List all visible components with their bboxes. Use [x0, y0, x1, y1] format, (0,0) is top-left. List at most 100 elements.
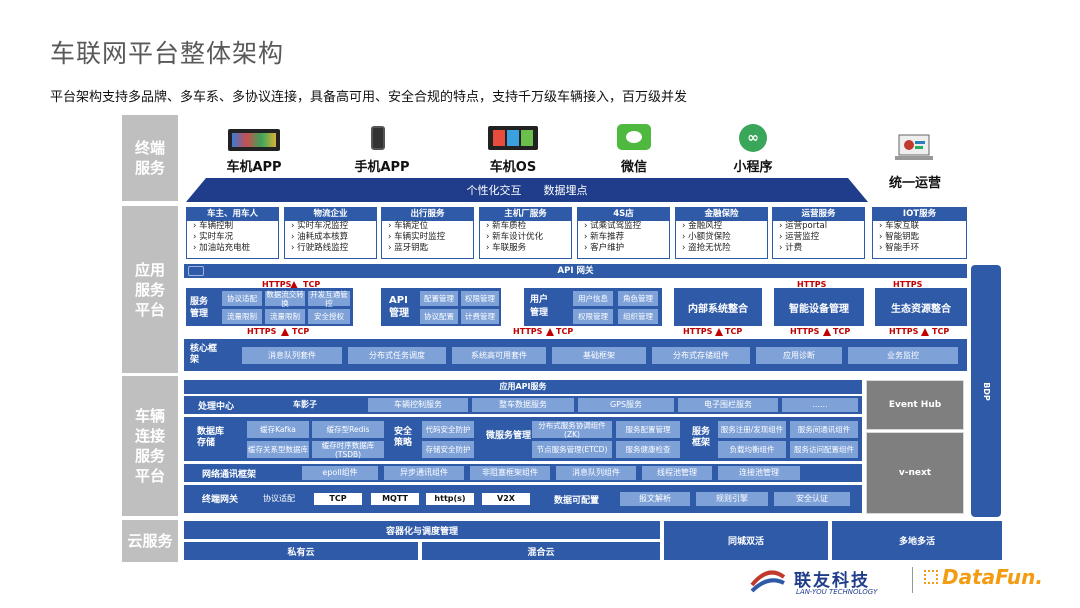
- logo-divider: [912, 567, 913, 593]
- tcp-label: TCP: [932, 327, 950, 336]
- micro-cell: 分布式服务协调组件(ZK): [532, 421, 612, 439]
- micro-label: 微服务管理: [486, 431, 532, 441]
- db-cell: 缓存Kafka: [247, 421, 309, 438]
- service-fw-cell: 负载均衡组件: [718, 441, 786, 458]
- phone-app-icon: [367, 123, 389, 153]
- tcp-label: TCP: [292, 327, 310, 336]
- db-cell: 缓存时序数据库(TSDB): [312, 441, 384, 459]
- lanyou-logo-icon: [748, 565, 788, 597]
- tcp-label: TCP: [556, 327, 574, 336]
- app-column-logistics: 物流企业 › 实时车况监控 › 油耗成本核算 › 行驶路线监控: [284, 207, 377, 259]
- terminal-car-os: 车机OS: [489, 160, 537, 175]
- api-gateway: API 网关: [184, 264, 967, 278]
- app-column-ops: 运营服务 › 运营portal › 运营监控 › 计费: [772, 207, 865, 259]
- banner-personalized: 个性化交互: [466, 184, 522, 197]
- gateway-icon: [188, 266, 204, 276]
- network-item: epoll组件: [302, 466, 378, 480]
- api-cell: 计费管理: [461, 309, 499, 324]
- service-cell: 流量限制: [222, 309, 262, 324]
- app-column-4s: 4S店 › 试乘试驾监控 › 新车推荐 › 客户维护: [577, 207, 670, 259]
- https-label: HTTPS: [893, 280, 923, 289]
- security-cell: 代码安全防护: [422, 421, 474, 438]
- protocol-tcp: TCP: [313, 492, 363, 506]
- micro-cell: 服务健康检查: [616, 441, 680, 458]
- core-item: 基础框架: [552, 347, 646, 364]
- datafun-logo-icon: [924, 570, 938, 584]
- arrow-up-icon: [281, 328, 289, 336]
- protocol-v2x: V2X: [481, 492, 531, 506]
- processing-item: ......: [782, 398, 858, 412]
- user-cell: 权限管理: [573, 309, 613, 324]
- user-cell: 组织管理: [618, 309, 658, 324]
- app-api-service: 应用API服务: [184, 380, 862, 394]
- core-item: 应用诊断: [756, 347, 842, 364]
- core-item: 分布式存储组件: [652, 347, 750, 364]
- app-column-owner: 车主、用车人 › 车辆控制 › 实时车况 › 加油站充电桩: [186, 207, 279, 259]
- terminal-unified-ops: 统一运营: [888, 176, 941, 191]
- network-item: 连接池管理: [718, 466, 800, 480]
- protocol-http: http(s): [425, 492, 475, 506]
- app-column-mobility: 出行服务 › 车辆定位 › 车辆实时监控 › 蓝牙钥匙: [381, 207, 474, 259]
- hybrid-cloud: 混合云: [422, 542, 660, 560]
- gateway-adapter: 协议适配: [263, 494, 295, 503]
- service-fw-label: 服务框架: [692, 427, 711, 448]
- terminal-car-app: 车机APP: [226, 160, 282, 175]
- db-label: 数据库存储: [197, 427, 225, 448]
- private-cloud: 私有云: [184, 542, 418, 560]
- smart-device-management: 智能设备管理: [774, 288, 864, 326]
- laptop-icon: [893, 133, 935, 163]
- core-item: 消息队列套件: [242, 347, 342, 364]
- app-column-oem: 主机厂服务 › 新车质检 › 新车设计优化 › 车联服务: [479, 207, 572, 259]
- user-cell: 角色管理: [618, 291, 658, 306]
- container-scheduling: 容器化与调度管理: [184, 521, 660, 539]
- service-cell: 数据流交转换: [265, 289, 305, 308]
- core-item: 系统高可用套件: [452, 347, 546, 364]
- protocol-mqtt: MQTT: [370, 492, 420, 506]
- car-screen-icon: [228, 129, 280, 151]
- network-item: 消息队列组件: [556, 466, 636, 480]
- company-name: 联友科技: [794, 571, 870, 591]
- gateway-item: 规则引擎: [696, 492, 768, 506]
- wechat-icon: [617, 124, 651, 150]
- terminal-wechat: 微信: [620, 160, 647, 175]
- security-cell: 存储安全防护: [422, 441, 474, 458]
- multi-active: 多地多活: [832, 521, 1002, 560]
- service-fw-cell: 服务间通讯组件: [790, 421, 858, 438]
- https-label: HTTPS: [247, 327, 277, 336]
- car-os-icon: [488, 126, 538, 150]
- arrow-up-icon: [290, 281, 298, 289]
- network-item: 线程池管理: [642, 466, 712, 480]
- terminal-phone-app: 手机APP: [354, 160, 410, 175]
- api-cell: 协议配置: [420, 309, 458, 324]
- arrow-up-icon: [823, 328, 831, 336]
- arrow-up-icon: [921, 328, 929, 336]
- partner-name: DataFun.: [942, 565, 1043, 589]
- security-label: 安全策略: [394, 427, 413, 448]
- arrow-up-icon: [715, 328, 723, 336]
- v-next: v-next: [866, 432, 964, 514]
- service-fw-cell: 服务访问配置组件: [790, 441, 858, 458]
- page-title: 车联网平台整体架构: [50, 39, 285, 68]
- company-name-en: LAN-YOU TECHNOLOGY: [796, 588, 878, 596]
- interaction-banner: 个性化交互 数据埋点: [186, 178, 868, 202]
- app-column-iot: IOT服务 › 车家互联 › 智能钥匙 › 智能手环: [872, 207, 967, 259]
- user-cell: 用户信息: [573, 291, 613, 306]
- tcp-label: TCP: [303, 280, 321, 289]
- db-cell: 缓存关系型数据库: [247, 441, 309, 458]
- mini-program-icon: ∞: [739, 124, 767, 152]
- processing-item: 车辆控制服务: [368, 398, 468, 412]
- app-column-finance: 金融保险 › 金融风控 › 小额贷保险 › 盗抢无忧险: [675, 207, 768, 259]
- processing-item: 整车数据服务: [472, 398, 574, 412]
- core-item: 分布式任务调度: [348, 347, 446, 364]
- https-label: HTTPS: [513, 327, 543, 336]
- bdp-bar: BDP: [971, 265, 1001, 517]
- https-label: HTTPS: [683, 327, 713, 336]
- gateway-item: 安全认证: [774, 492, 850, 506]
- gateway-configurable: 数据可配置: [554, 496, 600, 506]
- https-label: HTTPS: [262, 280, 292, 289]
- banner-tracking: 数据埋点: [543, 184, 588, 197]
- network-item: 异步通讯组件: [384, 466, 464, 480]
- tcp-label: TCP: [833, 327, 851, 336]
- service-cell: 开发互通管控: [308, 290, 350, 308]
- layer-vehicle-platform: 车辆连接服务平台: [122, 376, 178, 516]
